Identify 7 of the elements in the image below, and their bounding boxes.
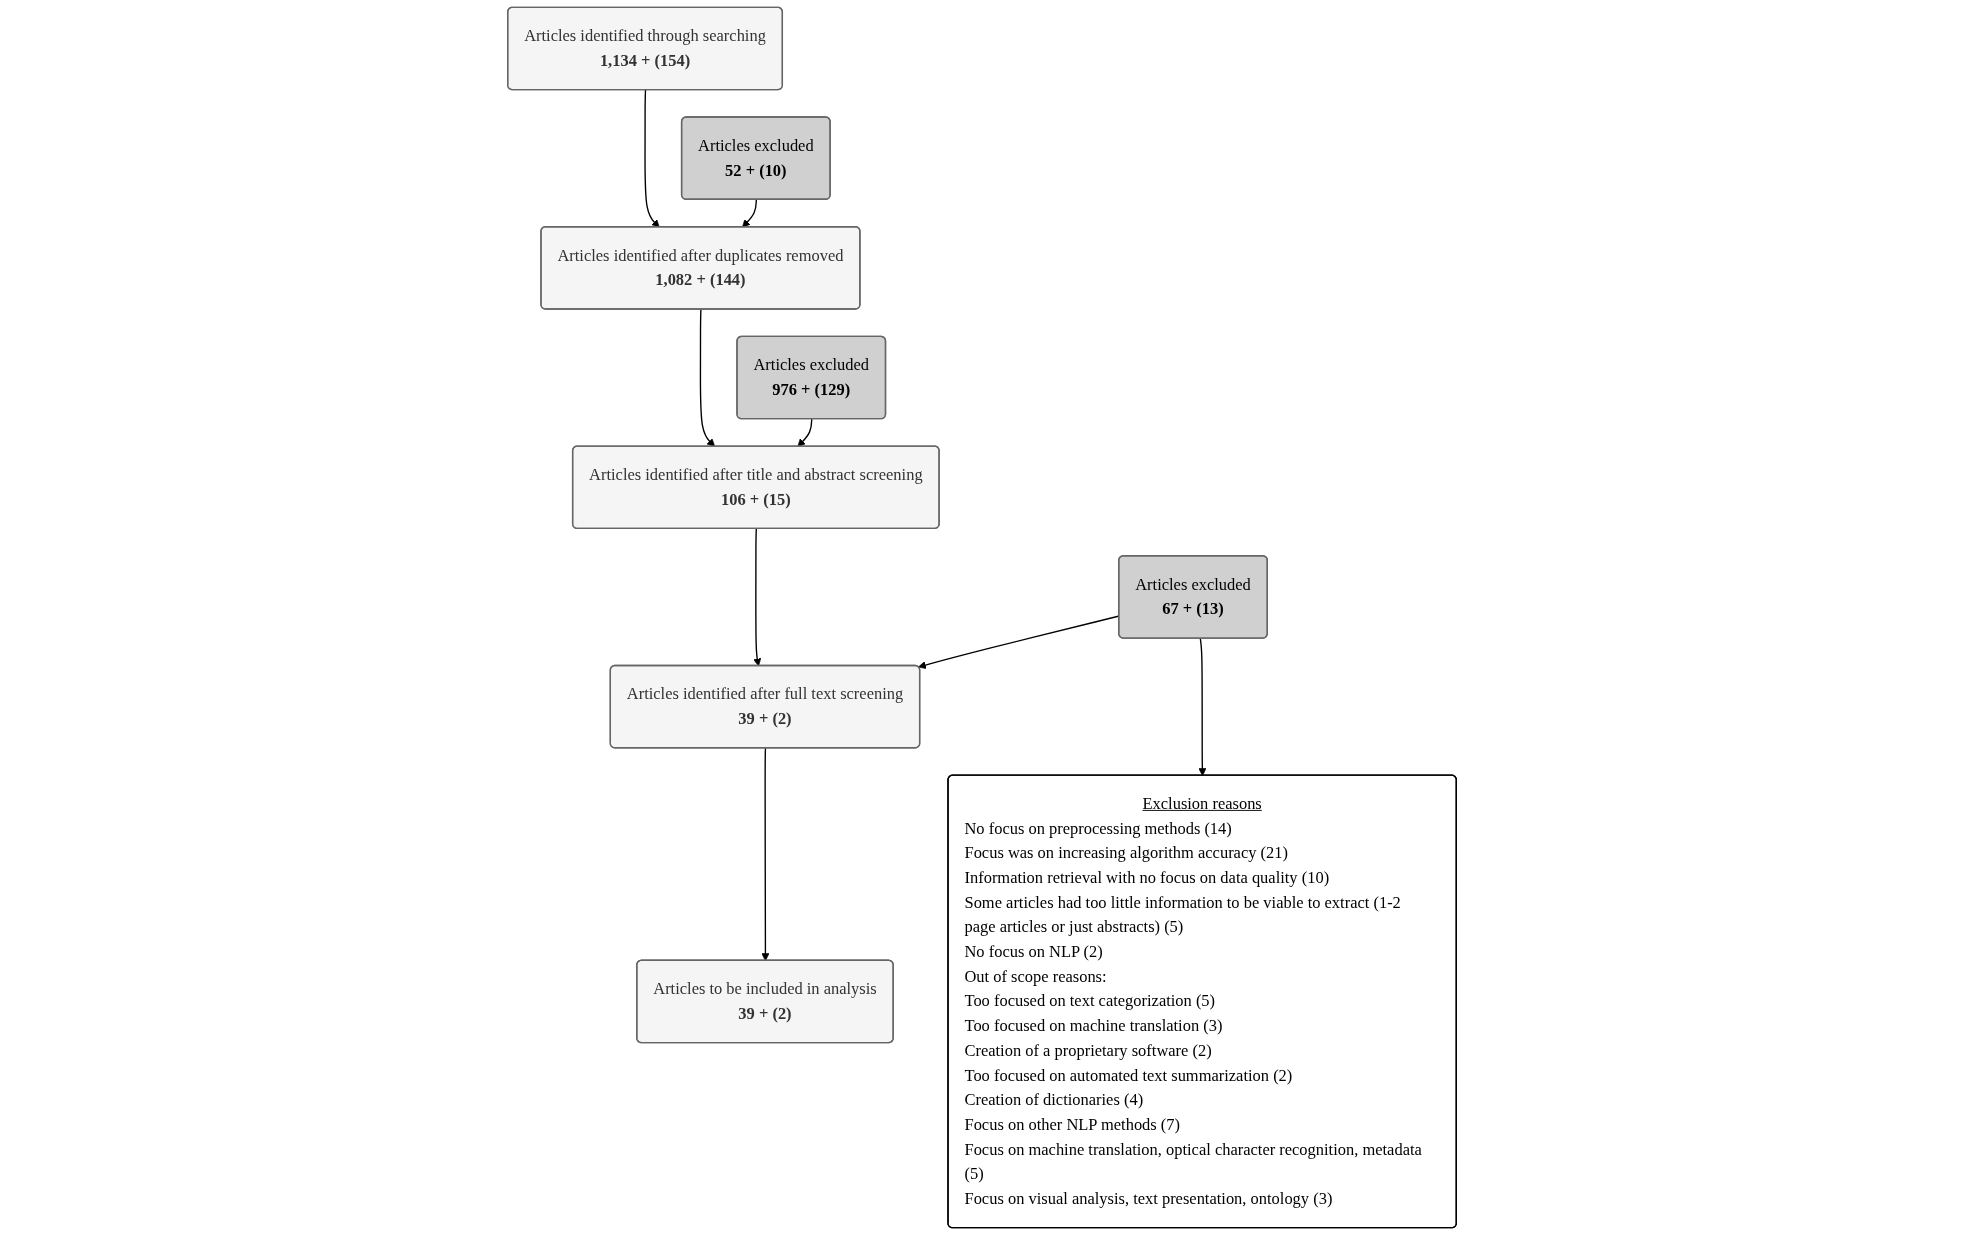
arrow — [742, 199, 757, 228]
arrow — [699, 308, 716, 447]
arrow — [1198, 637, 1207, 776]
arrow — [753, 528, 762, 667]
arrow — [644, 89, 660, 228]
arrow — [761, 747, 770, 962]
arrow — [797, 418, 813, 447]
